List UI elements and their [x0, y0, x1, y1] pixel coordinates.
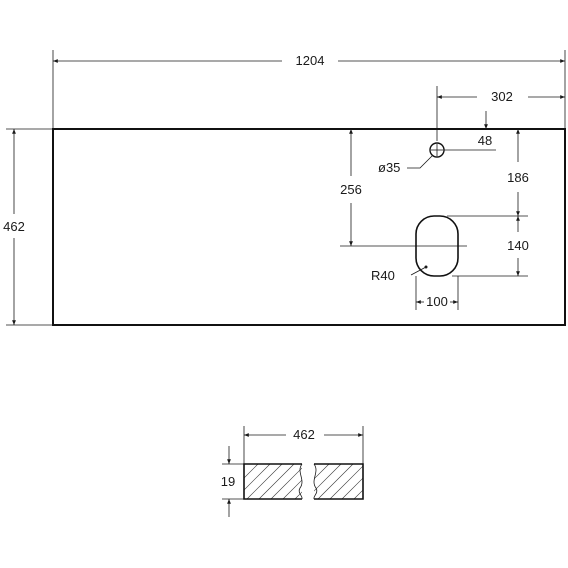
dim-overall-length: 1204: [52, 50, 566, 129]
dim-hole-to-bowl-label: 256: [340, 182, 362, 197]
dim-overall-width: 462: [3, 128, 53, 326]
dim-bowl-length-label: 140: [507, 238, 529, 253]
tap-hole: ø35: [378, 142, 445, 175]
sink-bowl: [415, 215, 459, 277]
dim-hole-diameter-label: ø35: [378, 160, 400, 175]
dim-overall-width-label: 462: [3, 219, 25, 234]
dim-hole-offset-back-label: 48: [478, 133, 492, 148]
dim-bowl-width-label: 100: [426, 294, 448, 309]
dim-bowl-radius-label: R40: [371, 268, 395, 283]
dim-bowl-width: 100: [415, 276, 459, 310]
dim-overall-length-label: 1204: [296, 53, 325, 68]
dim-hole-offset-right: 302: [436, 86, 565, 141]
dim-hole-offset-back: 48: [444, 111, 496, 151]
dim-section-depth: 462: [243, 426, 364, 464]
dim-section-thickness: 19: [221, 446, 244, 517]
dim-bowl-offset-back-label: 186: [507, 170, 529, 185]
dim-section-thickness-label: 19: [221, 474, 235, 489]
dim-bowl-radius: R40: [371, 265, 428, 283]
dim-bowl-offset-back: 186: [447, 129, 529, 217]
plan-view: 1204 462 302 48 ø35: [3, 50, 566, 326]
section-piece-left: [243, 463, 303, 500]
countertop-outline: [52, 128, 566, 326]
section-view: 462 19: [221, 426, 364, 517]
dim-section-depth-label: 462: [293, 427, 315, 442]
dim-hole-to-bowl: 256: [340, 129, 467, 247]
section-piece-right: [313, 463, 364, 500]
dim-hole-offset-right-label: 302: [491, 89, 513, 104]
dim-bowl-length: 140: [452, 216, 529, 277]
